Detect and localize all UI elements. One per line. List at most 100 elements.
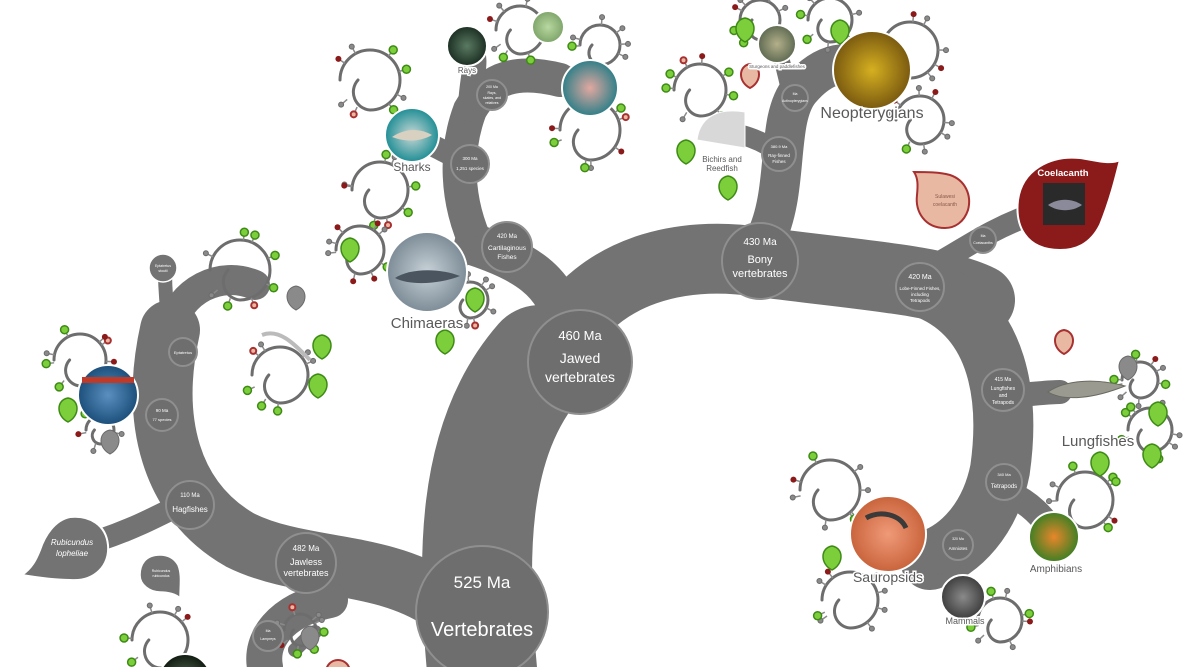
small-leaf[interactable] (471, 321, 480, 330)
small-leaf[interactable] (910, 11, 917, 18)
leaf[interactable] (1090, 451, 1110, 477)
small-leaf[interactable] (724, 67, 734, 77)
small-leaf[interactable] (549, 137, 559, 148)
photo-sharks[interactable]: Sharks (384, 107, 440, 176)
small-leaf[interactable] (341, 182, 348, 189)
photo-mammals[interactable]: Mammals (940, 574, 986, 628)
small-leaf[interactable] (268, 282, 279, 293)
leaf[interactable] (312, 334, 332, 360)
small-leaf[interactable] (292, 649, 303, 659)
leaf[interactable] (340, 237, 360, 263)
node-eptatretus[interactable]: Eptatretus (168, 337, 198, 367)
photo-lungfishes[interactable]: Lungfishes (1047, 380, 1136, 452)
small-leaf[interactable] (498, 52, 509, 63)
small-leaf[interactable] (388, 105, 399, 115)
small-leaf[interactable] (929, 75, 936, 82)
small-leaf[interactable] (338, 101, 345, 108)
small-leaf[interactable] (239, 227, 250, 238)
photo-sturgeons[interactable]: Sturgeons and paddlefishes (748, 24, 807, 71)
small-leaf[interactable] (549, 125, 556, 132)
small-leaf[interactable] (75, 431, 82, 438)
small-leaf[interactable] (616, 103, 626, 113)
small-leaf[interactable] (486, 15, 493, 22)
small-leaf[interactable] (348, 43, 355, 50)
small-leaf[interactable] (384, 221, 393, 230)
leaf[interactable] (286, 285, 306, 311)
small-leaf[interactable] (1068, 461, 1078, 471)
small-leaf[interactable] (326, 238, 333, 245)
leaf-rubicundus-lopheliae[interactable]: Rubicundus lopheliae (19, 515, 110, 582)
small-leaf[interactable] (119, 633, 129, 643)
small-leaf[interactable] (403, 207, 413, 218)
node-cartilaginous-fishes[interactable]: 420 Ma Cartilaginous Fishes (481, 221, 533, 273)
small-leaf[interactable] (1109, 374, 1119, 385)
node-hagfishes[interactable]: 110 Ma Hagfishes (165, 480, 215, 530)
small-leaf[interactable] (371, 275, 378, 282)
leaf[interactable] (1142, 443, 1162, 469)
small-leaf[interactable] (824, 46, 831, 53)
small-leaf[interactable] (318, 617, 325, 624)
small-leaf[interactable] (304, 349, 311, 356)
small-leaf[interactable] (679, 56, 688, 65)
small-leaf[interactable] (59, 324, 70, 335)
small-leaf[interactable] (901, 144, 912, 154)
small-leaf[interactable] (411, 181, 421, 191)
node-jawless-vertebrates[interactable]: 482 Ma Jawless vertebrates (275, 532, 337, 594)
small-leaf[interactable] (350, 278, 357, 285)
small-leaf[interactable] (622, 53, 629, 60)
small-leaf[interactable] (1049, 481, 1056, 488)
photo-bottom-dark[interactable] (159, 653, 211, 667)
small-leaf[interactable] (184, 613, 191, 620)
small-leaf[interactable] (728, 90, 739, 101)
small-leaf[interactable] (864, 487, 871, 494)
small-leaf[interactable] (272, 406, 283, 416)
small-leaf[interactable] (208, 292, 215, 299)
node-rays-skates[interactable]: 200 Ma Rays, skates, and relatives (476, 79, 508, 111)
small-leaf[interactable] (808, 451, 818, 461)
small-leaf[interactable] (679, 116, 686, 123)
small-leaf[interactable] (381, 149, 391, 160)
leaf[interactable] (1054, 328, 1074, 356)
photo-bottom-pink[interactable] (326, 659, 350, 667)
small-leaf[interactable] (807, 0, 812, 2)
small-leaf[interactable] (1009, 644, 1016, 651)
small-leaf[interactable] (782, 4, 789, 11)
small-leaf[interactable] (1026, 618, 1033, 625)
small-leaf[interactable] (491, 45, 498, 52)
node-coelacanths[interactable]: Ma Coelacanths (969, 226, 997, 254)
small-leaf[interactable] (524, 0, 531, 2)
small-leaf[interactable] (288, 603, 297, 612)
node-hagfish-species[interactable]: 90 Ma 77 species (145, 398, 179, 432)
small-leaf[interactable] (868, 625, 875, 632)
node-actinopterygians[interactable]: Ma Actinopterygians (781, 84, 809, 112)
leaf[interactable] (1118, 355, 1138, 381)
small-leaf[interactable] (942, 47, 949, 54)
small-leaf[interactable] (54, 382, 64, 392)
small-leaf[interactable] (665, 69, 675, 79)
small-leaf[interactable] (1160, 379, 1171, 390)
small-leaf[interactable] (732, 4, 739, 11)
small-leaf[interactable] (388, 45, 398, 55)
small-leaf[interactable] (325, 250, 332, 257)
small-leaf[interactable] (1111, 517, 1118, 524)
small-leaf[interactable] (202, 250, 209, 257)
photo-amphibians[interactable]: Amphibians (1028, 511, 1084, 577)
small-leaf[interactable] (1116, 434, 1127, 445)
small-leaf[interactable] (482, 276, 489, 283)
small-leaf[interactable] (401, 64, 412, 74)
photo-top-green[interactable] (531, 10, 565, 44)
node-lobe-finned-fishes[interactable]: 420 Ma Lobe-Finned Fishes, including Tet… (895, 262, 945, 312)
small-leaf[interactable] (944, 133, 951, 140)
leaf[interactable] (100, 429, 120, 455)
small-leaf[interactable] (699, 53, 706, 60)
small-leaf[interactable] (250, 230, 260, 240)
small-leaf[interactable] (400, 94, 407, 101)
small-leaf[interactable] (1111, 476, 1121, 487)
small-leaf[interactable] (975, 637, 982, 644)
small-leaf[interactable] (821, 524, 828, 531)
leaf[interactable] (676, 139, 696, 165)
small-leaf[interactable] (101, 333, 108, 340)
small-leaf[interactable] (146, 602, 153, 609)
small-leaf[interactable] (737, 0, 744, 4)
small-leaf[interactable] (270, 250, 280, 261)
